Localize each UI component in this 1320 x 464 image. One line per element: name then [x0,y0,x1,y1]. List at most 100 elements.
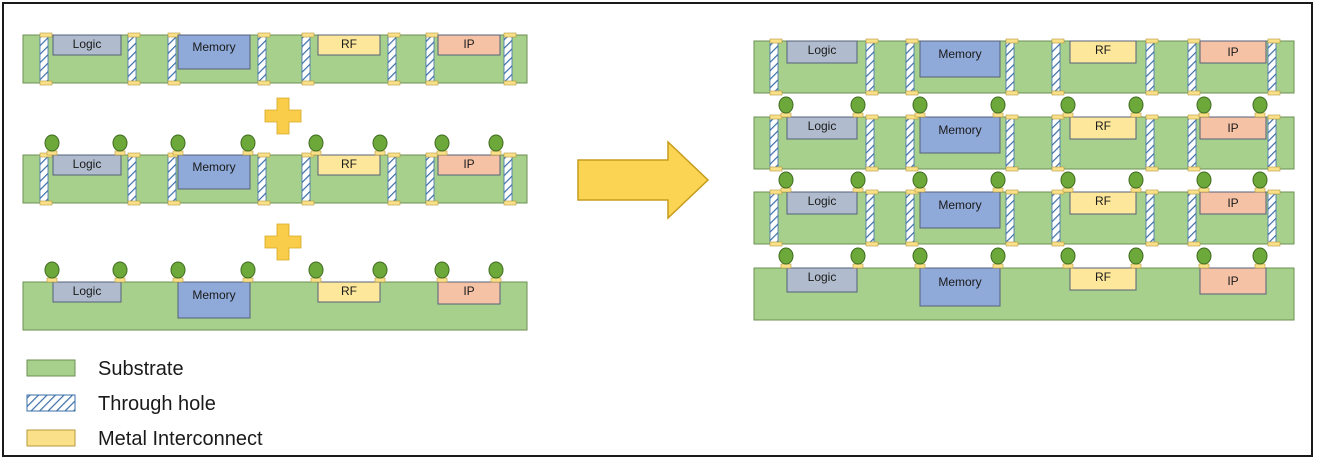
metal-pad [865,38,879,44]
chip-label-logic: Logic [808,194,837,208]
chip-ip [1199,191,1267,215]
metal-pad [503,80,517,86]
metal-pad [503,152,517,158]
bump-pad [310,277,322,283]
chip-label-logic: Logic [73,157,102,171]
chip-memory [919,116,1001,154]
chip-logic [786,191,858,215]
through-hole [1051,40,1061,94]
metal-pad [301,200,315,206]
bump-pad [114,150,126,156]
metal-pad [1187,166,1201,172]
bump-pad [780,263,792,269]
through-hole [769,116,779,170]
metal-pad [167,80,181,86]
bump-pad [1130,187,1142,193]
bump-pad [992,112,1004,118]
chip-memory [177,281,251,319]
chip-label-logic: Logic [808,43,837,57]
metal-pad [1187,241,1201,247]
metal-pad [127,80,141,86]
chip-logic [52,34,122,56]
bump-pad [1198,187,1210,193]
through-hole [1005,191,1015,245]
through-hole [1051,116,1061,170]
metal-pad [1051,114,1065,120]
bump-pad [374,150,386,156]
solder-bump [1196,247,1212,265]
metal-pad [865,166,879,172]
through-hole [865,116,875,170]
through-hole [425,34,435,84]
metal-pad [769,166,783,172]
chip-rf [317,281,381,303]
through-hole [1145,191,1155,245]
bump-pad [1130,112,1142,118]
chip-rf [1069,267,1137,291]
through-hole [865,40,875,94]
bump-pad [914,187,926,193]
bump-pad [992,263,1004,269]
chip-label-ip: IP [1227,274,1238,288]
metal-pad [905,241,919,247]
bump-pad [1062,263,1074,269]
solder-bump [778,247,794,265]
bump-pad [914,112,926,118]
plus-shape [264,97,302,135]
metal-pad [387,152,401,158]
through-hole [1005,40,1015,94]
solder-bump [990,247,1006,265]
chip-rf [1069,116,1137,140]
through-hole [503,34,513,84]
solder-bump [850,96,866,114]
bump-pad [46,277,58,283]
chip-label-ip: IP [1227,121,1238,135]
chip-label-rf: RF [1095,270,1111,284]
bump-pad [1198,112,1210,118]
metal-pad [257,32,271,38]
bump-pad [490,150,502,156]
chip-memory [177,154,251,190]
chip-label-rf: RF [1095,119,1111,133]
solder-bump [912,96,928,114]
through-hole [167,34,177,84]
metal-pad [425,200,439,206]
bump-pad [852,112,864,118]
legend-label-through-hole: Through hole [98,393,216,415]
through-hole [865,191,875,245]
through-hole [39,34,49,84]
solder-bump [1060,96,1076,114]
metal-pad [1267,114,1281,120]
metal-pad [1145,241,1159,247]
legend-swatch-through-hole [26,394,76,412]
chip-logic [52,154,122,176]
metal-pad [503,32,517,38]
solder-bump [912,247,928,265]
legend-swatch-metal [26,429,76,447]
through-hole [257,154,267,204]
bump-pad [114,277,126,283]
bump-pad [1062,112,1074,118]
chip-memory [919,40,1001,78]
through-hole [503,154,513,204]
chip-rf [317,34,381,56]
through-hole [39,154,49,204]
metal-pad [1187,189,1201,195]
metal-pad [1005,166,1019,172]
solder-bump [1060,171,1076,189]
metal-pad [769,189,783,195]
bump-pad [242,277,254,283]
chip-label-ip: IP [1227,45,1238,59]
metal-pad [387,80,401,86]
metal-pad [1051,241,1065,247]
chip-label-memory: Memory [938,47,981,61]
solder-bump [990,171,1006,189]
metal-pad [1005,38,1019,44]
bump-pad [852,263,864,269]
through-hole [905,116,915,170]
metal-pad [127,152,141,158]
